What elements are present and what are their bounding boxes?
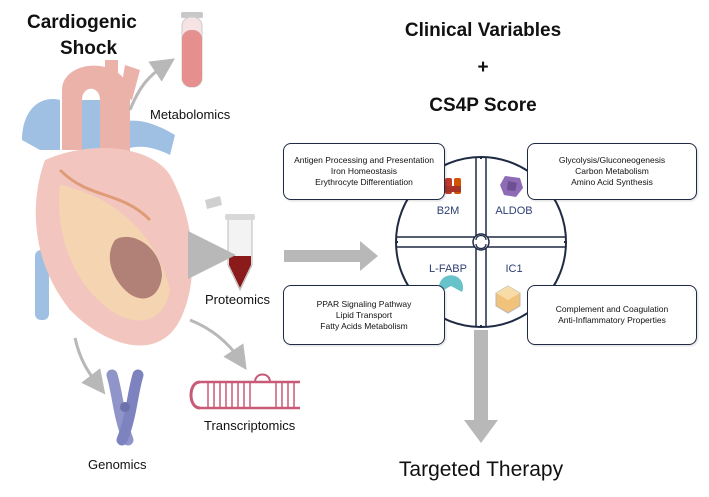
- proteomics-label: Proteomics: [205, 292, 271, 307]
- transcriptomics-label: Transcriptomics: [204, 418, 296, 433]
- b2m-icon: [445, 178, 461, 194]
- cs4p-score-heading: CS4P Score: [429, 95, 537, 116]
- heart-icon: [22, 60, 193, 346]
- omics-arrows: [73, 58, 247, 395]
- aldob-function-box: Glycolysis/Gluconeogenesis Carbon Metabo…: [527, 143, 697, 200]
- title-line2: Shock: [60, 38, 118, 59]
- rna-hairpin-icon: [189, 373, 300, 410]
- blood-tube-icon: [181, 12, 203, 88]
- chromosome-icon: [106, 369, 144, 446]
- aldob-function: Carbon Metabolism: [575, 166, 649, 176]
- metabolomics-label: Metabolomics: [150, 107, 231, 122]
- ic1-function: Anti-Inflammatory Properties: [558, 315, 666, 325]
- clinical-variables-heading: Clinical Variables: [404, 20, 562, 41]
- lfabp-function-box: PPAR Signaling Pathway Lipid Transport F…: [283, 285, 445, 345]
- plus-sign: +: [477, 57, 489, 78]
- lfabp-label: L-FABP: [429, 263, 467, 275]
- lfabp-icon: [438, 275, 463, 292]
- lfabp-function: Fatty Acids Metabolism: [320, 320, 408, 331]
- ic1-label: IC1: [505, 263, 523, 275]
- lfabp-function: Lipid Transport: [335, 309, 393, 320]
- title-line1: Cardiogenic: [27, 12, 137, 33]
- ic1-function: Complement and Coagulation: [555, 304, 669, 314]
- aldob-function: Amino Acid Synthesis: [571, 177, 653, 187]
- targeted-therapy-label: Targeted Therapy: [398, 458, 564, 481]
- ic1-function-box: Complement and Coagulation Anti-Inflamma…: [527, 285, 697, 345]
- aldob-label: ALDOB: [495, 205, 533, 217]
- b2m-function: Erythrocyte Differentiation: [315, 177, 413, 187]
- microtube-icon: [205, 196, 255, 292]
- b2m-function-box: Antigen Processing and Presentation Iron…: [283, 143, 445, 200]
- aldob-function: Glycolysis/Gluconeogenesis: [558, 155, 666, 165]
- b2m-label: B2M: [436, 205, 460, 217]
- therapy-arrow: [464, 330, 498, 443]
- b2m-function: Iron Homeostasis: [330, 166, 398, 176]
- genomics-label: Genomics: [88, 457, 147, 472]
- aldob-icon: [500, 176, 523, 197]
- lfabp-function: PPAR Signaling Pathway: [316, 298, 412, 309]
- main-arrow: [284, 241, 378, 271]
- b2m-function: Antigen Processing and Presentation: [294, 155, 434, 165]
- ic1-icon: [495, 285, 521, 314]
